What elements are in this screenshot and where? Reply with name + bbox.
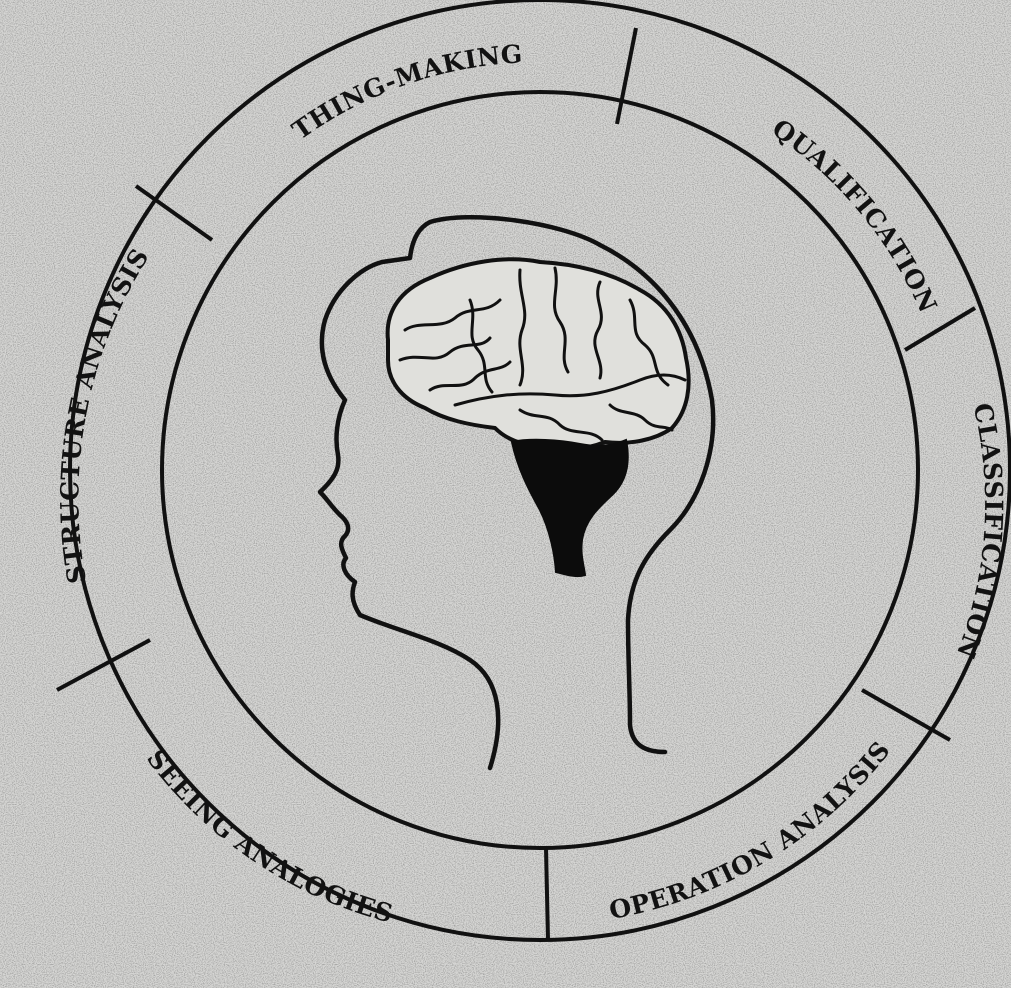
divider-oper-seeing xyxy=(546,848,548,940)
